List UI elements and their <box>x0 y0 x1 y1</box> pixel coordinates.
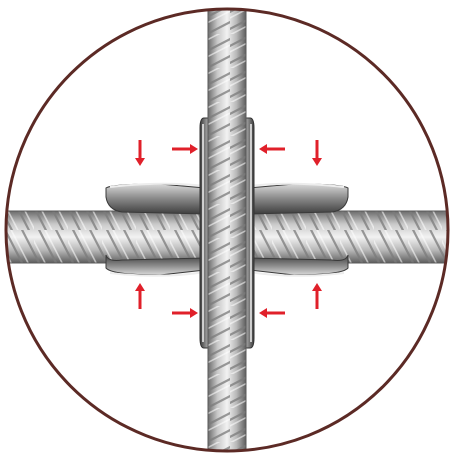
arrow-left-icon <box>259 308 285 318</box>
arrow-right-icon <box>172 144 198 154</box>
arrow-down-icon <box>135 140 145 166</box>
arrow-down-icon <box>312 140 322 166</box>
arrow-right-icon <box>172 308 198 318</box>
arrow-left-icon <box>259 144 285 154</box>
arrow-up-icon <box>312 283 322 309</box>
vertical-wire-rope <box>208 0 246 459</box>
arrow-up-icon <box>135 283 145 309</box>
